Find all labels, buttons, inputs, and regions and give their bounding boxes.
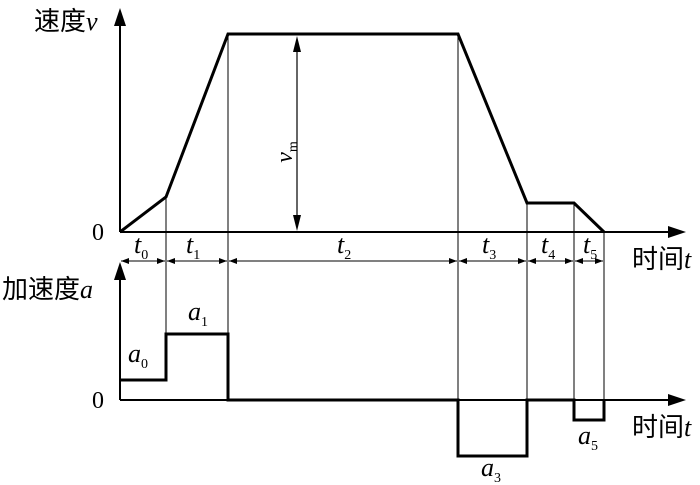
- vm-label: vm: [272, 141, 301, 163]
- vm-dimension-arrow: [293, 36, 301, 231]
- interval-label-t2: t2: [337, 230, 351, 263]
- interval-dividers: [165, 34, 605, 400]
- interval-label-t5: t5: [583, 230, 597, 263]
- time-axis-title-bottom: 时间t: [632, 413, 692, 442]
- interval-label-t3: t3: [482, 230, 496, 263]
- velocity-zero-label: 0: [92, 220, 104, 246]
- velocity-profile: [119, 32, 606, 234]
- accel-label-a1: a1: [188, 297, 208, 330]
- a-axis-arrowhead: [114, 262, 126, 280]
- velocity-axis-title: 速度v: [34, 7, 98, 36]
- accel-axis-title: 加速度a: [2, 275, 93, 304]
- interval-label-t1: t1: [186, 230, 200, 263]
- v-axis-arrowhead: [114, 8, 126, 26]
- accel-label-a5: a5: [578, 421, 598, 454]
- interval-label-t4: t4: [541, 230, 555, 263]
- acceleration-profile: [120, 332, 606, 458]
- t-axis-arrowhead-top: [668, 226, 686, 238]
- accel-zero-label: 0: [92, 388, 104, 414]
- time-axis-title-top: 时间t: [632, 245, 692, 274]
- interval-labels: t0 t1 t2 t3 t4 t5: [134, 230, 597, 263]
- accel-label-a0: a0: [128, 339, 148, 372]
- interval-label-t0: t0: [134, 230, 148, 263]
- accel-label-a3: a3: [481, 453, 501, 485]
- t-axis-arrowhead-bottom: [668, 394, 686, 406]
- velocity-axes: [114, 8, 686, 238]
